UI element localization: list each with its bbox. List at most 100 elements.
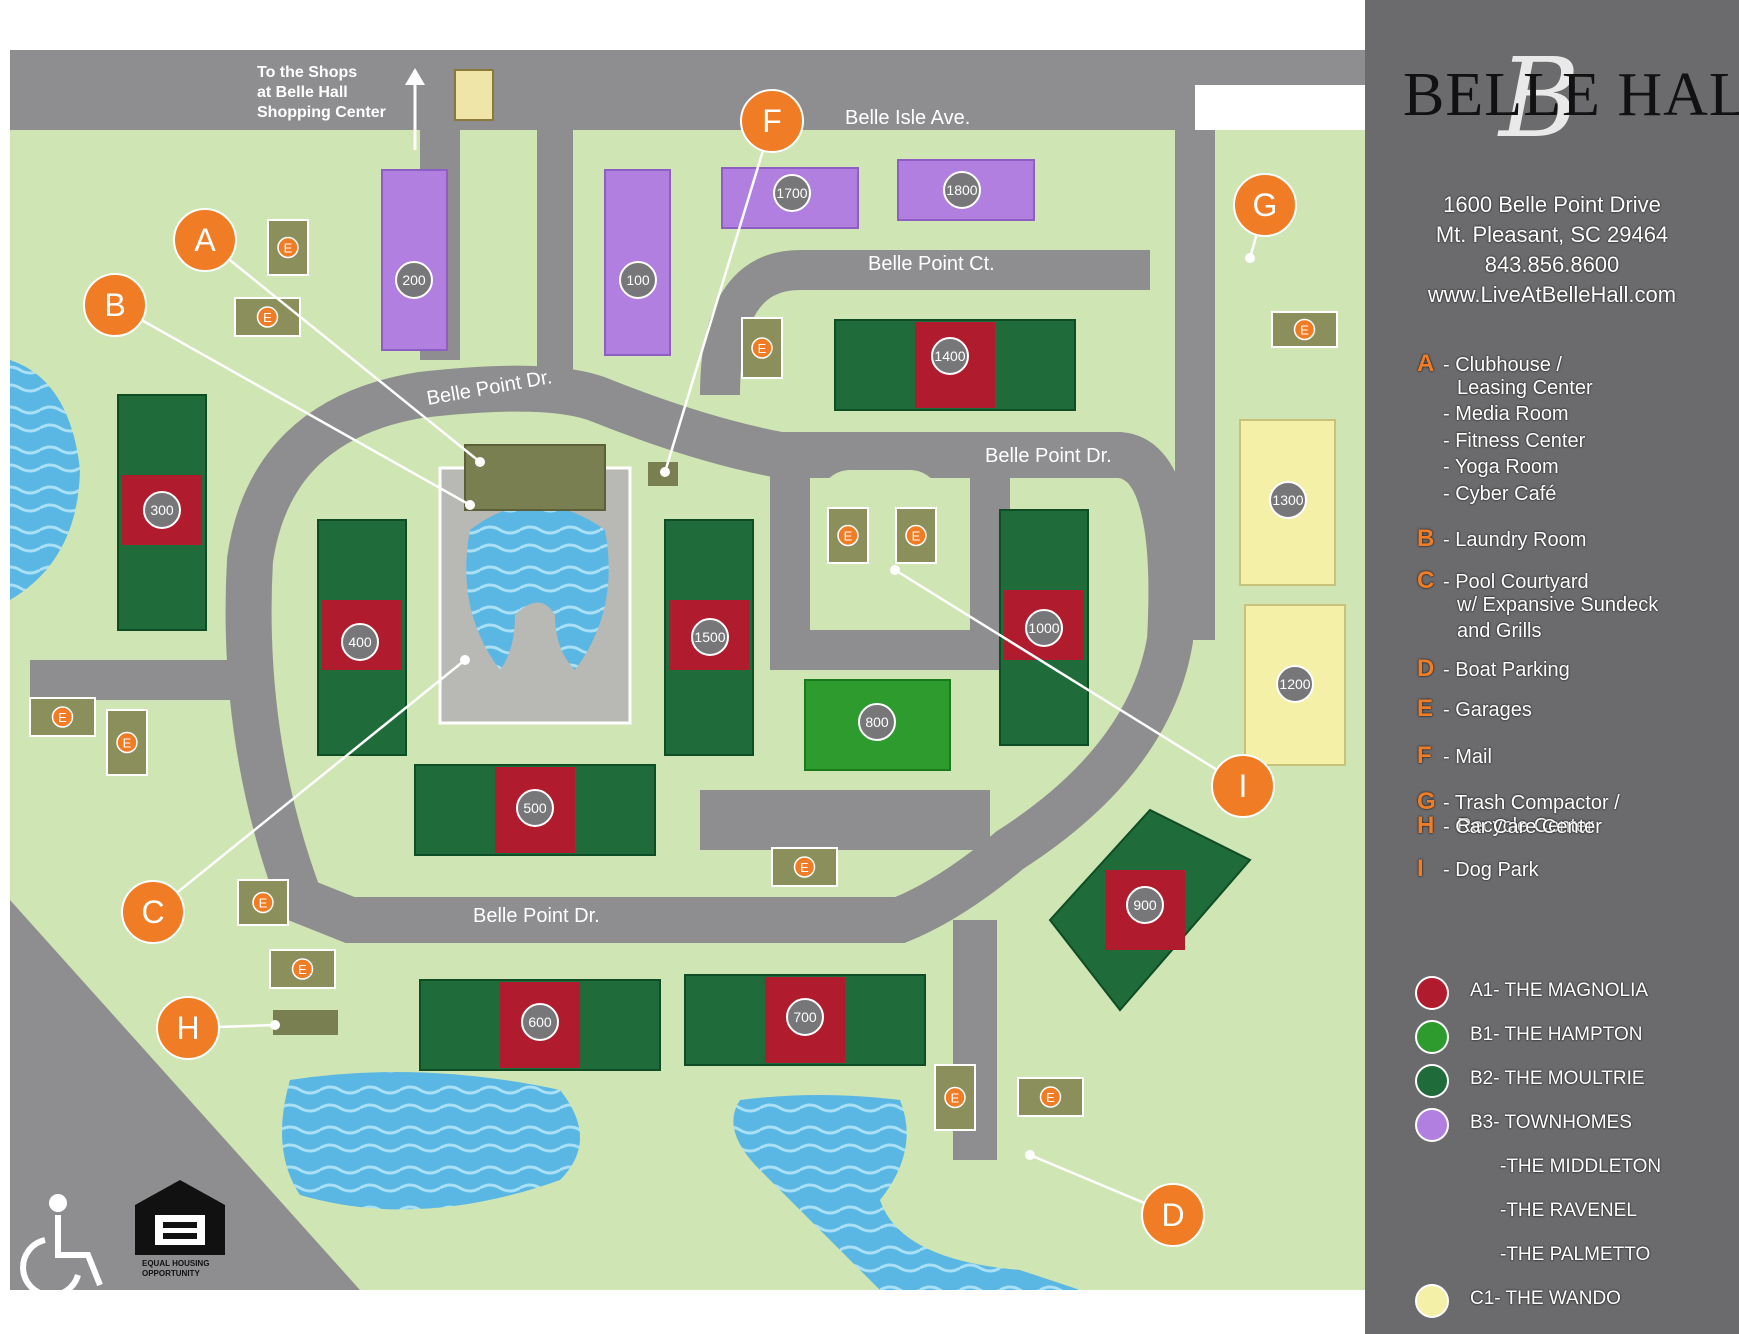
- building-800-label: 800: [858, 703, 896, 741]
- floorplan-swatch-2: [1415, 1020, 1449, 1054]
- svg-text:E: E: [259, 896, 268, 911]
- garage-2: E: [234, 297, 301, 337]
- legend-g-line-2: Recycle Center: [1457, 814, 1594, 837]
- marker-g[interactable]: G: [1233, 173, 1297, 263]
- legend-key-b: B: [1417, 525, 1435, 552]
- belle-hall-logo: B BELLE HALL: [1389, 34, 1739, 162]
- svg-text:1500: 1500: [694, 629, 725, 645]
- svg-text:E: E: [1300, 323, 1309, 338]
- lake-west: [10, 360, 80, 600]
- legend-key-i: I: [1417, 855, 1424, 882]
- street-label-belle-point-dr-east: Belle Point Dr.: [985, 445, 1112, 467]
- belle-point-dr-loop: [225, 365, 1195, 943]
- logo-text: BELLE HALL: [1403, 61, 1739, 129]
- floorplan-label-5: -THE MIDDLETON: [1500, 1156, 1662, 1177]
- legend-text-d: - Boat Parking: [1443, 659, 1570, 681]
- svg-text:600: 600: [528, 1014, 552, 1030]
- legend-key-f: F: [1417, 742, 1432, 769]
- garage-7: E: [106, 709, 148, 776]
- marker-h[interactable]: H: [156, 996, 280, 1060]
- floorplan-label-4: B3- TOWNHOMES: [1470, 1112, 1632, 1133]
- marker-a[interactable]: A: [173, 208, 485, 467]
- marker-c[interactable]: C: [121, 655, 470, 944]
- legend-g-line-1: G- Trash Compactor /: [1417, 788, 1620, 816]
- legend-f-line-1: F - Mail: [1417, 742, 1492, 770]
- street-label-belle-point-dr-south: Belle Point Dr.: [473, 905, 600, 927]
- floorplan-swatch-1: [1415, 976, 1449, 1010]
- marker-d[interactable]: D: [1025, 1150, 1205, 1247]
- svg-text:E: E: [800, 860, 809, 875]
- svg-text:E: E: [758, 341, 767, 356]
- diagonal-road: [10, 900, 360, 1290]
- svg-text:F: F: [762, 103, 782, 139]
- legend-text-h: - Car Care Center: [1443, 816, 1602, 838]
- address-website[interactable]: www.LiveAtBelleHall.com: [1427, 282, 1677, 307]
- building-600-label: 600: [521, 1003, 559, 1041]
- garage-3: E: [741, 317, 783, 379]
- legend-text-g: - Trash Compactor /: [1443, 792, 1620, 814]
- svg-text:D: D: [1161, 1197, 1184, 1233]
- legend-d-line-1: D - Boat Parking: [1417, 655, 1570, 683]
- marker-f[interactable]: F: [660, 89, 804, 477]
- wheelchair-icon: [20, 1194, 103, 1299]
- legend-b-line-1: B - Laundry Room: [1417, 525, 1586, 553]
- svg-text:1200: 1200: [1279, 676, 1310, 692]
- marker-b[interactable]: B: [83, 273, 475, 510]
- garage-11: E: [934, 1064, 976, 1131]
- svg-text:E: E: [1046, 1090, 1055, 1105]
- legend-c-line-3: and Grills: [1457, 620, 1542, 642]
- top-road: [10, 50, 1365, 130]
- building-1300-label: 1300: [1269, 481, 1307, 519]
- legend-text-f: - Mail: [1443, 746, 1492, 768]
- housing-text-2: OPPORTUNITY: [142, 1269, 200, 1278]
- svg-text:E: E: [844, 529, 853, 544]
- legend-key-c: C: [1417, 567, 1435, 594]
- svg-text:G: G: [1253, 187, 1278, 223]
- svg-text:200: 200: [402, 272, 426, 288]
- pond-southeast: [733, 1095, 1080, 1290]
- svg-text:900: 900: [1133, 897, 1157, 913]
- garage-12: E: [1017, 1077, 1084, 1117]
- building-1700-label: 1700: [773, 174, 811, 212]
- building-1200-label: 1200: [1276, 665, 1314, 703]
- marker-i[interactable]: I: [890, 565, 1275, 818]
- floorplan-label-3: B2- THE MOULTRIE: [1470, 1068, 1645, 1089]
- building-1400-label: 1400: [931, 337, 969, 375]
- street-labels: Belle Isle Ave. Belle Point Ct. Belle Po…: [425, 107, 1112, 927]
- car-care-center: [273, 1010, 338, 1035]
- shops-label-line3: Shopping Center: [257, 104, 386, 121]
- svg-text:C: C: [141, 894, 164, 930]
- legend-text-i: - Dog Park: [1443, 859, 1539, 881]
- legend-key-h: H: [1417, 812, 1435, 839]
- svg-text:400: 400: [348, 634, 372, 650]
- svg-text:1300: 1300: [1272, 492, 1303, 508]
- garage-5: E: [895, 507, 937, 564]
- building-400-label: 400: [341, 623, 379, 661]
- legend-key-e: E: [1417, 695, 1434, 722]
- svg-text:E: E: [263, 310, 272, 325]
- svg-text:1400: 1400: [934, 348, 965, 364]
- shops-label-line1: To the Shops: [257, 64, 357, 81]
- floorplan-label-2: B1- THE HAMPTON: [1470, 1024, 1643, 1045]
- svg-text:300: 300: [150, 502, 174, 518]
- legend-text-b: - Laundry Room: [1443, 529, 1587, 551]
- garage-8: E: [237, 879, 289, 926]
- svg-text:A: A: [194, 222, 216, 258]
- legend-h-line-1: H - Car Care Center: [1417, 812, 1602, 840]
- belle-point-ct: [700, 250, 1150, 396]
- floorplan-swatch-8: [1415, 1284, 1449, 1318]
- svg-text:1700: 1700: [776, 185, 807, 201]
- floorplan-label-6: -THE RAVENEL: [1500, 1200, 1637, 1221]
- legend-key-d: D: [1417, 655, 1435, 682]
- svg-text:500: 500: [523, 800, 547, 816]
- courtyard-green: [820, 470, 940, 600]
- floorplan-label-8: C1- THE WANDO: [1470, 1288, 1621, 1309]
- building-200-label: 200: [395, 261, 433, 299]
- address-street: 1600 Belle Point Drive: [1443, 192, 1661, 217]
- legend-c-line-2: w/ Expansive Sundeck: [1457, 593, 1659, 616]
- legend-a-line-5: - Yoga Room: [1443, 456, 1559, 478]
- logo-initial: B: [1499, 34, 1580, 162]
- legend-c-line-1: C- Pool Courtyard: [1417, 567, 1589, 595]
